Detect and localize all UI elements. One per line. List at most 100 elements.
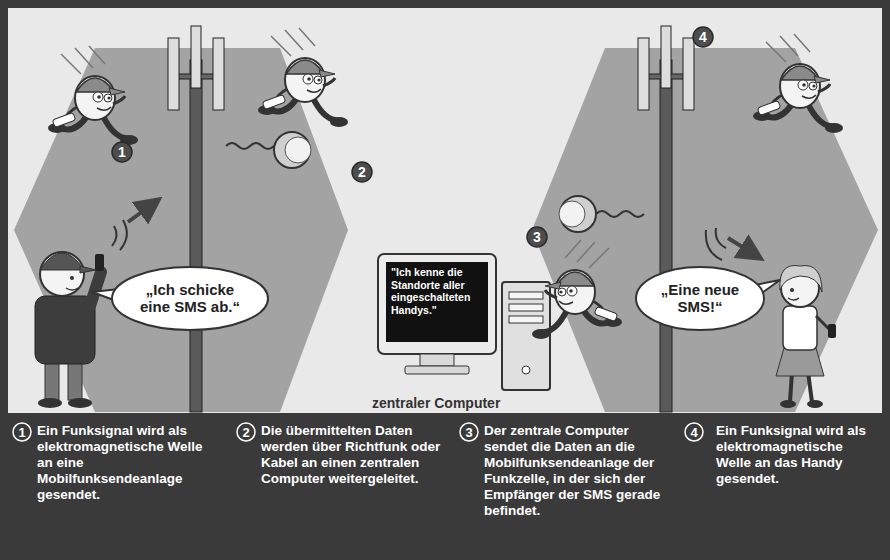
callout-number-text: 4 — [690, 426, 697, 439]
callout-number-text: 4 — [699, 30, 707, 44]
illustration-panel — [8, 8, 882, 413]
callout-number-text: 2 — [358, 165, 366, 179]
cell-tower-left — [191, 26, 201, 88]
radio-link-left — [274, 132, 310, 168]
central-computer — [509, 304, 543, 311]
receiver-girl — [790, 288, 794, 292]
speech-text: „Ich schicke eine SMS ab.“ — [134, 281, 246, 316]
cell-tower-left — [190, 60, 202, 412]
receiver-girl — [780, 266, 822, 293]
sender-boy — [95, 254, 104, 271]
callout-number: 2 — [351, 161, 373, 183]
radio-cell-left — [14, 48, 348, 412]
messenger-figure — [532, 240, 622, 339]
central-computer — [522, 366, 530, 374]
cell-tower-right — [660, 60, 672, 412]
radio-link-left — [226, 143, 274, 149]
screen-text: "Ich kenne die Standorte aller eingescha… — [391, 266, 483, 316]
central-computer — [378, 254, 496, 354]
radio-waves-receiver — [706, 228, 760, 260]
sender-boy — [80, 266, 96, 273]
callout-circle — [460, 423, 478, 441]
callout-number-text: 1 — [18, 426, 25, 439]
computer-screen: "Ich kenne die Standorte aller eingescha… — [386, 262, 488, 320]
callout-number: 3 — [526, 226, 548, 248]
callout-number: 4 — [692, 26, 714, 48]
radio-link-right — [560, 196, 596, 232]
bubble-outline — [636, 267, 764, 330]
callout-number-text: 3 — [533, 230, 541, 244]
cell-tower-left — [168, 26, 224, 412]
radio-link-left — [226, 132, 311, 168]
callout-circle — [693, 27, 713, 47]
cell-tower-right — [638, 26, 694, 412]
cell-tower-right — [683, 38, 694, 110]
speech-text: „Eine neue SMS!“ — [658, 281, 742, 316]
receiver-girl — [776, 348, 824, 376]
caption-text: Die übermittelten Daten werden über Rich… — [261, 423, 441, 487]
central-computer — [378, 254, 550, 390]
component-label: zentraler Computer — [372, 395, 500, 411]
bubble-outline — [112, 267, 268, 330]
callout-number-text: 2 — [242, 426, 249, 439]
radio-waves-sender — [120, 220, 127, 250]
callout-circle — [352, 162, 372, 182]
callout-number: 1 — [12, 422, 32, 442]
callout-circle — [527, 227, 547, 247]
sender-boy — [90, 272, 101, 306]
callout-number: 2 — [236, 422, 256, 442]
radio-waves-sender — [128, 200, 158, 222]
central-computer — [386, 262, 488, 342]
callout-circle — [13, 423, 31, 441]
central-computer — [509, 316, 543, 323]
speech-bubble: „Eine neue SMS!“ — [635, 266, 765, 331]
cell-tower-right — [638, 38, 649, 110]
sender-boy — [38, 398, 62, 408]
callout-number-text: 1 — [118, 145, 126, 159]
cell-tower-left — [168, 38, 179, 110]
receiver-girl — [828, 324, 836, 338]
receiver-girl — [807, 400, 823, 408]
radio-waves-receiver — [706, 230, 722, 260]
sender-boy — [35, 252, 104, 408]
sender-boy — [70, 276, 74, 280]
radio-waves-receiver — [716, 228, 726, 248]
callout-circle — [237, 423, 255, 441]
radio-waves-sender — [112, 226, 117, 246]
sender-boy — [40, 253, 84, 270]
messenger-figure — [258, 28, 348, 127]
radio-cell-right — [532, 48, 878, 412]
radio-link-left — [285, 137, 311, 163]
receiver-girl — [788, 298, 799, 300]
callout-number: 1 — [111, 141, 133, 163]
sender-boy — [66, 288, 78, 290]
radio-link-right — [559, 201, 585, 227]
receiver-girl — [780, 400, 796, 408]
cell-tower-left — [213, 38, 224, 110]
receiver-girl — [783, 306, 817, 350]
central-computer — [420, 354, 454, 366]
callout-number: 3 — [459, 422, 479, 442]
callout-number: 4 — [684, 422, 704, 442]
cell-tower-right — [661, 26, 671, 88]
radio-link-right — [596, 211, 644, 217]
messenger-figure — [48, 46, 138, 145]
receiver-girl — [776, 266, 836, 409]
sender-boy — [68, 360, 82, 400]
central-computer — [509, 292, 543, 299]
callout-circle — [685, 423, 703, 441]
caption-text: Ein Funksignal wird als elektromagnetisc… — [37, 423, 217, 503]
central-computer — [405, 366, 469, 374]
speech-bubble: „Ich schicke eine SMS ab.“ — [111, 266, 269, 331]
radio-link-right — [559, 196, 644, 232]
caption-text: Ein Funksignal wird als elektromagnetisc… — [716, 423, 880, 487]
radio-waves-receiver — [728, 238, 760, 258]
messenger-figure — [753, 34, 843, 133]
sender-boy — [40, 252, 84, 296]
sender-boy — [45, 360, 59, 400]
sender-boy — [68, 398, 92, 408]
callout-circle — [112, 142, 132, 162]
callout-number-text: 3 — [465, 426, 472, 439]
